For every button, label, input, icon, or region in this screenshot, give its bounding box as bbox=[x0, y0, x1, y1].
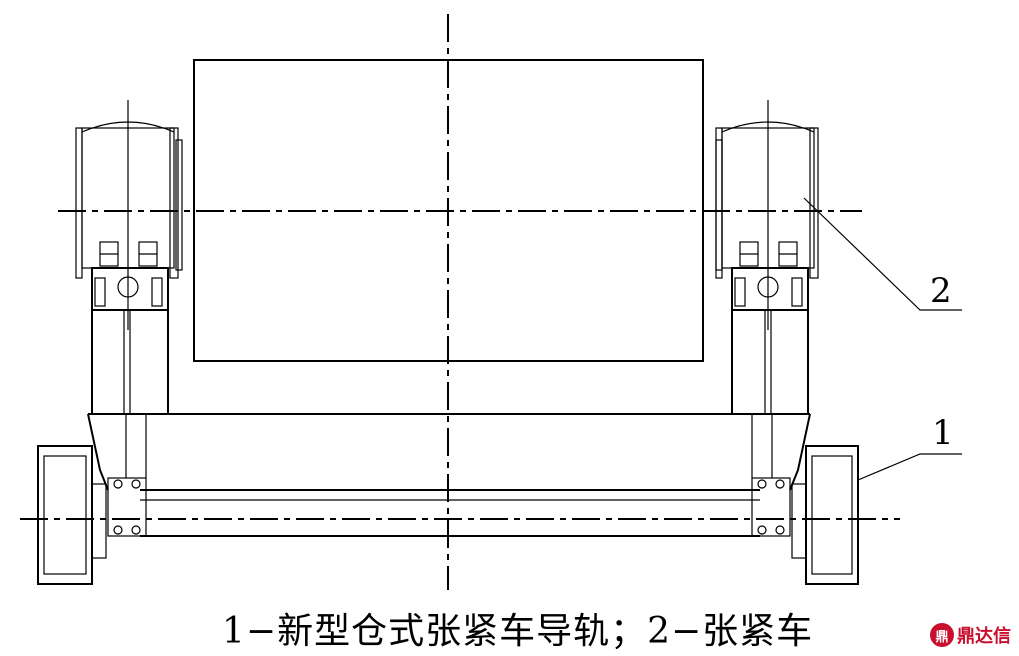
right-tension-cart bbox=[715, 100, 819, 537]
label-1: 1 bbox=[932, 413, 954, 453]
leader-line-1 bbox=[857, 453, 962, 481]
leader-line-2 bbox=[803, 197, 962, 311]
right-wheel bbox=[791, 445, 859, 585]
left-wheel bbox=[37, 445, 107, 585]
frame-crossbar bbox=[88, 413, 810, 537]
watermark-logo-icon: 鼎 bbox=[930, 623, 954, 647]
drum-block bbox=[193, 59, 704, 362]
label-2: 2 bbox=[930, 271, 952, 311]
figure-caption: 1−新型仓式张紧车导轨；2−张紧车 bbox=[222, 611, 814, 652]
watermark-text: 鼎达信 bbox=[957, 626, 1011, 647]
watermark: 鼎 鼎达信 bbox=[930, 622, 1011, 648]
left-tension-cart bbox=[75, 100, 183, 537]
